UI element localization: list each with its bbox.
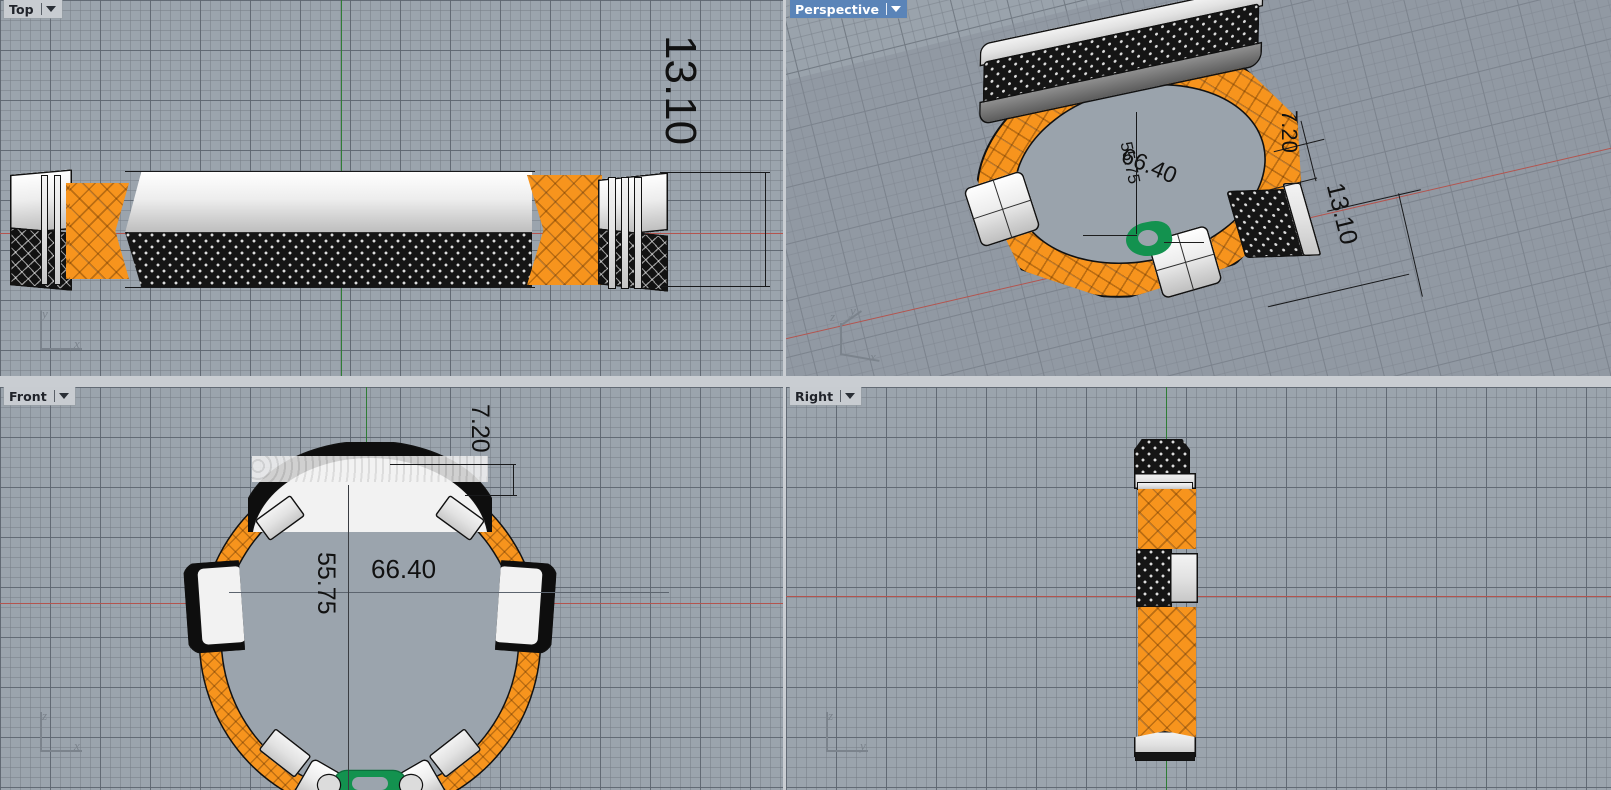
persp-dim-line-5575 — [1136, 112, 1137, 234]
axis-label-z: z — [830, 309, 836, 324]
dim-ext-line-upper — [660, 172, 770, 173]
module-mid-metal — [1170, 553, 1198, 603]
clasp-pin-right — [400, 775, 422, 790]
viewport-perspective[interactable]: 7.20 66.40 55.75 13.10 z y x Perspective — [786, 0, 1611, 376]
dimension-value-7-20-persp: 7.20 — [1277, 110, 1302, 153]
clasp-left-lattice — [10, 227, 72, 291]
band-center-bottom-edge — [125, 287, 535, 288]
axis-gizmo-perspective: z y x — [818, 303, 888, 367]
viewport-title-top[interactable]: Top — [4, 0, 62, 18]
axis-label-z: z — [828, 708, 834, 723]
viewport-title-front[interactable]: Front — [4, 387, 75, 405]
viewport-title-label-perspective: Perspective — [795, 1, 880, 17]
gizmo-arm-z — [840, 323, 842, 355]
axis-label-x: x — [74, 738, 80, 753]
viewport-title-right[interactable]: Right — [790, 387, 862, 405]
axis-gizmo-front: z x — [32, 702, 92, 758]
title-separator — [53, 390, 55, 402]
axis-label-y: y — [42, 306, 48, 321]
band-orange-upper — [1138, 489, 1196, 549]
axis-gizmo-right: z y — [818, 702, 878, 758]
clip-link-left — [1083, 235, 1137, 236]
dim-ext-line-lower — [660, 286, 770, 287]
clasp-left-plate-a — [42, 176, 47, 284]
gizmo-arm-vertical — [826, 712, 828, 752]
chevron-down-icon[interactable] — [58, 393, 69, 399]
module-top-knurl — [252, 456, 488, 482]
band-center-mid-edge — [128, 232, 532, 233]
viewport-title-label-top: Top — [9, 1, 34, 17]
clasp-right-facet-h — [1155, 253, 1216, 272]
viewport-title-label-front: Front — [9, 388, 47, 404]
clip-link-right — [1164, 242, 1204, 243]
clasp-pin-left — [318, 775, 340, 790]
module-mid-lattice — [1136, 549, 1172, 607]
band-center-lattice-face — [125, 232, 532, 287]
gizmo-arm-vertical — [40, 712, 42, 752]
front-dim-line-720 — [513, 464, 514, 496]
dimension-value-55-75-front: 55.75 — [312, 552, 340, 615]
viewport-right[interactable]: z y Right — [786, 387, 1611, 790]
grid-major — [786, 387, 1611, 790]
viewport-splitter-vertical[interactable] — [783, 0, 786, 790]
axis-label-z: z — [42, 708, 48, 723]
band-orange-lower — [1138, 607, 1196, 755]
axis-gizmo-top: y x — [32, 300, 92, 356]
cap-bottom-metal — [1134, 731, 1196, 757]
gizmo-arm-vertical — [40, 310, 42, 350]
clasp-right-plate-a — [609, 178, 615, 288]
gizmo-arm-horizontal — [40, 348, 82, 350]
cap-top-plate — [1138, 483, 1192, 489]
cap-top-lattice — [1134, 439, 1190, 475]
front-dim-line-6640 — [229, 592, 669, 593]
axis-label-x: x — [74, 336, 80, 351]
front-dim-ext-720-a — [390, 464, 516, 465]
viewport-title-label-right: Right — [795, 388, 834, 404]
axis-label-y: y — [860, 738, 866, 753]
clasp-front-left — [182, 560, 246, 654]
clip-green-hole — [1138, 230, 1158, 246]
band-center-top-edge — [125, 171, 535, 172]
band-orange-left-edge — [66, 183, 70, 279]
band-center-metal-face — [125, 172, 532, 233]
dimension-value-66-40-front: 66.40 — [371, 554, 437, 584]
clasp-left-plate-b — [55, 176, 60, 284]
clasp-left-metal — [10, 169, 72, 235]
title-separator — [40, 3, 42, 15]
viewport-front[interactable]: 7.20 66.40 55.75 z x Front — [0, 387, 783, 790]
chevron-down-icon[interactable] — [45, 6, 56, 12]
viewport-title-perspective[interactable]: Perspective — [790, 0, 908, 18]
dim-measure-line — [765, 172, 766, 287]
front-dim-line-5575 — [348, 485, 349, 790]
gizmo-arm-horizontal — [40, 750, 82, 752]
viewport-top[interactable]: 13.10 y x Top — [0, 0, 783, 376]
chevron-down-icon[interactable] — [845, 393, 856, 399]
gizmo-arm-horizontal — [826, 750, 868, 752]
clip-green-front-hole — [352, 777, 388, 790]
dimension-value-13-10: 13.10 — [656, 35, 705, 146]
front-dim-ext-720-b — [465, 495, 517, 496]
clasp-right-plate-b — [622, 178, 628, 288]
dimension-value-7-20-front: 7.20 — [466, 404, 494, 453]
clasp-right-plate-c — [635, 178, 641, 288]
chevron-down-icon[interactable] — [891, 6, 902, 12]
viewport-splitter-horizontal[interactable] — [0, 376, 1611, 387]
cap-bottom-edge — [1136, 753, 1194, 760]
clasp-front-right — [494, 560, 558, 654]
title-separator — [886, 3, 888, 15]
title-separator — [840, 390, 842, 402]
clasp-left-facet-h — [972, 199, 1032, 220]
axis-label-x: x — [870, 349, 876, 364]
axis-label-y: y — [850, 303, 856, 318]
axis-line-x — [786, 596, 1611, 597]
